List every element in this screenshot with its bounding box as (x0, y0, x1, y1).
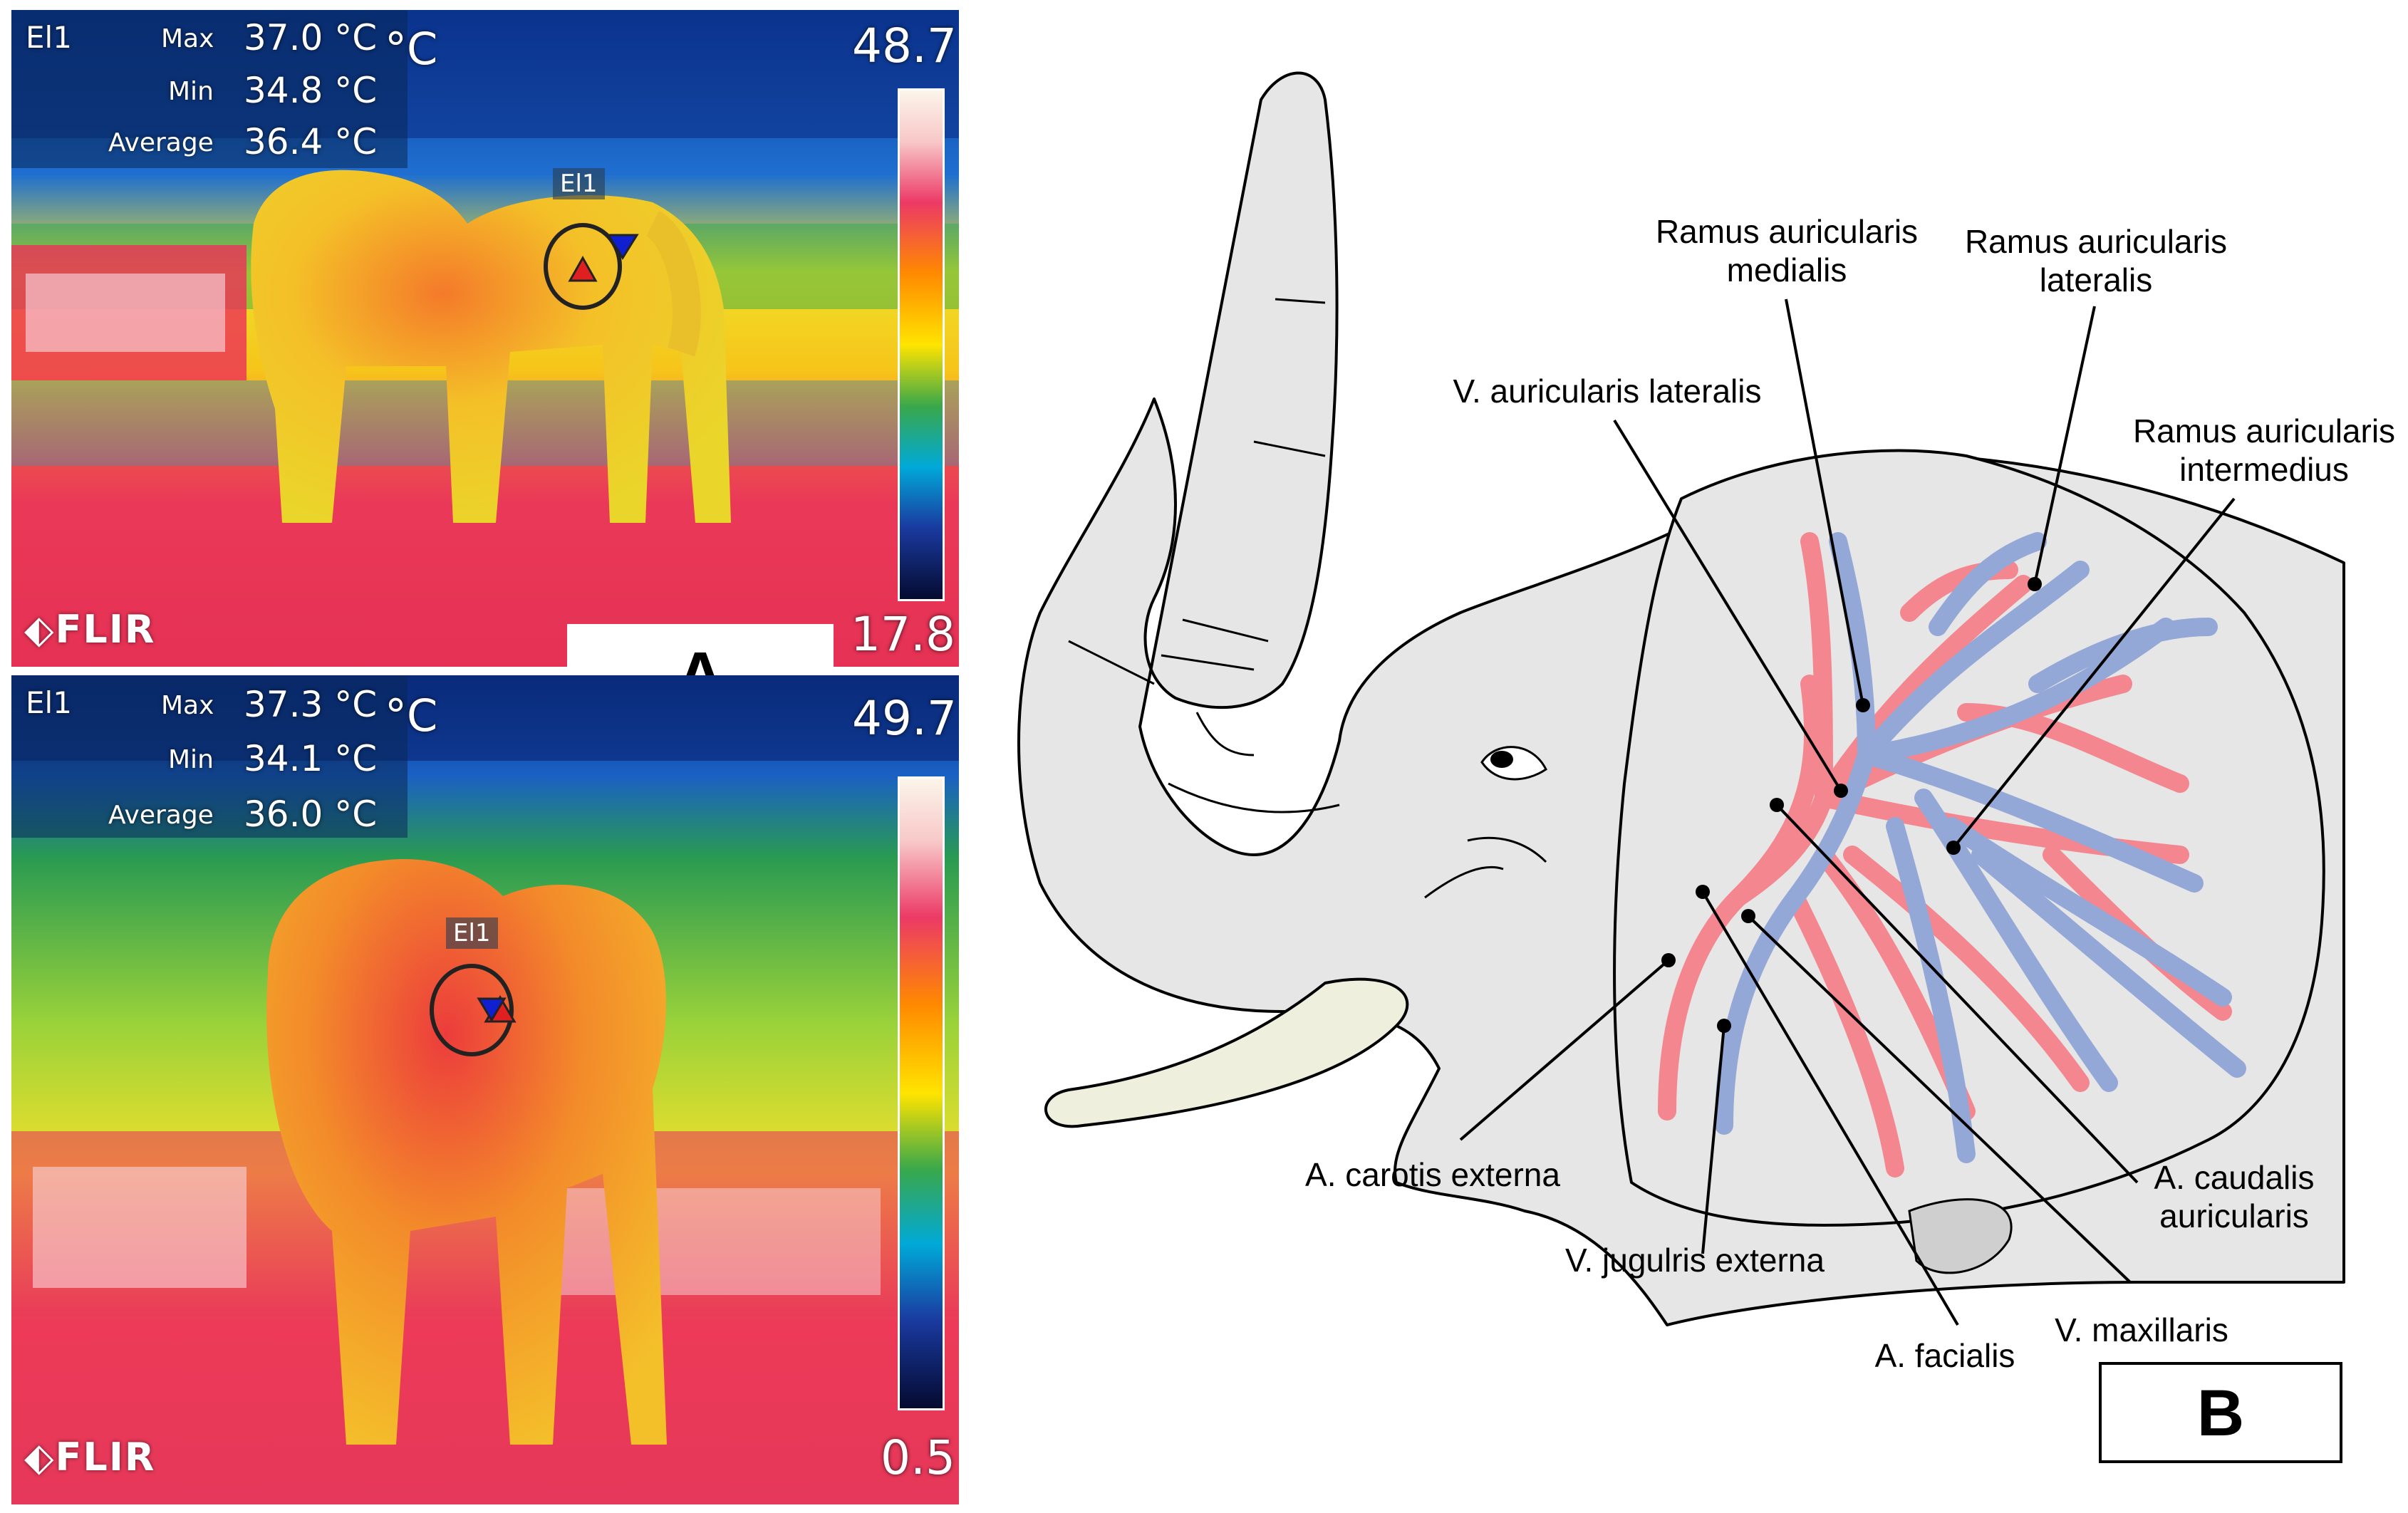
flir-brand-text: FLIR (55, 1435, 156, 1480)
spot-marker (544, 223, 639, 310)
color-scale-bar (898, 776, 945, 1410)
label-line: auricularis (2159, 1197, 2309, 1234)
label-line: medialis (1726, 251, 1847, 288)
label-ramus-medialis: Ramus auricularis medialis (1643, 212, 1931, 289)
spot-name: El1 (26, 685, 72, 720)
spot-name: El1 (26, 20, 72, 55)
max-value: 37.0 °C (244, 17, 378, 58)
color-scale-bar (898, 88, 945, 601)
label-line: Ramus auricularis (1964, 223, 2228, 260)
scale-max: 49.7 (852, 691, 957, 746)
max-triangle-icon (568, 255, 598, 282)
label-a-carotis-externa: A. carotis externa (1305, 1156, 1560, 1193)
marker-label: El1 (553, 168, 605, 199)
flir-logo: ⬖FLIR (24, 607, 156, 652)
min-value: 34.1 °C (244, 738, 378, 779)
min-triangle-icon (606, 234, 639, 260)
leader-dots (1661, 577, 2042, 1033)
label-v-maxillaris: V. maxillaris (2055, 1311, 2228, 1348)
min-label: Min (168, 77, 214, 106)
min-value: 34.8 °C (244, 70, 378, 111)
panel-label-b: B (2099, 1362, 2342, 1463)
label-ramus-lateralis: Ramus auricularis lateralis (1952, 222, 2240, 299)
veins (1715, 532, 2246, 1163)
flir-logo: ⬖FLIR (24, 1435, 156, 1480)
spot-marker (430, 964, 517, 1056)
average-value: 36.0 °C (244, 794, 378, 835)
marker-label: El1 (446, 917, 498, 949)
eye-icon (1480, 746, 1547, 781)
label-v-jugulris-externa: V. jugulris externa (1565, 1242, 1825, 1279)
average-value: 36.4 °C (244, 121, 378, 162)
flir-brand-text: FLIR (55, 607, 156, 652)
max-label: Max (161, 691, 214, 720)
label-a-caudalis-auricularis: A. caudalis auricularis (2134, 1158, 2334, 1235)
label-line: Ramus auricularis (2132, 412, 2396, 449)
thermal-image-b: El1 Max 37.3 °C Min 34.1 °C Average 36.0… (11, 675, 959, 1504)
label-v-auricularis-lateralis: V. auricularis lateralis (1453, 373, 1762, 410)
label-line: Ramus auricularis (1655, 213, 1919, 250)
thermal-scene-b (11, 675, 959, 1504)
label-line: A. caudalis (2154, 1159, 2315, 1196)
leader-lines (1459, 298, 2236, 1326)
arteries (1658, 532, 2232, 1177)
min-label: Min (168, 745, 214, 774)
elephant-ear-diagram (1017, 71, 2345, 1326)
label-ramus-intermedius: Ramus auricularis intermedius (2120, 412, 2408, 489)
scale-min: 17.8 (851, 607, 955, 662)
scale-max: 48.7 (852, 19, 957, 73)
tusk (1044, 977, 1409, 1128)
readout-box (11, 10, 408, 168)
max-value: 37.3 °C (244, 684, 378, 725)
unit-label: °C (385, 690, 438, 742)
unit-label: °C (385, 23, 438, 75)
average-label: Average (108, 801, 214, 830)
thermal-image-a: El1 Max 37.0 °C Min 34.8 °C Average 36.4… (11, 10, 959, 667)
thermal-scene-a (11, 10, 959, 667)
label-line: lateralis (2039, 261, 2153, 298)
average-label: Average (108, 128, 214, 157)
label-a-facialis: A. facialis (1874, 1337, 2015, 1374)
max-label: Max (161, 24, 214, 53)
readout-box (11, 675, 408, 838)
min-triangle-icon (477, 997, 507, 1022)
label-line: intermedius (2179, 451, 2349, 488)
scale-min: 0.5 (881, 1430, 955, 1485)
neck-opening (1908, 1198, 2013, 1274)
trunk-folds (1068, 298, 1547, 899)
